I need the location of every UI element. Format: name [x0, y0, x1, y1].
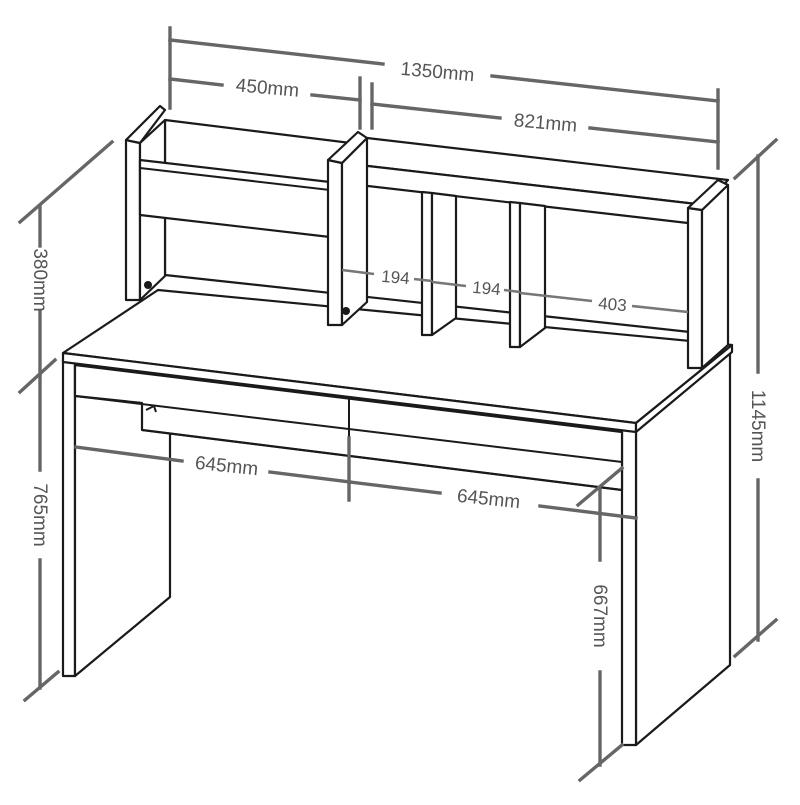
dim-194-b-line-right: [503, 288, 521, 294]
dim-645-right-line-a: [348, 480, 442, 495]
hutch-left-crossbar-edge: [139, 167, 331, 191]
hutch-divider-2-face: [518, 201, 547, 349]
hutch-middle-panel-top: [326, 130, 369, 165]
dim-403-line-right: [631, 304, 689, 314]
hutch-right-side-top: [686, 178, 730, 212]
hutch-right-side-face: [700, 183, 730, 370]
label-leg-clearance: 667mm: [589, 584, 610, 647]
label-shelf-1: 194: [381, 267, 411, 288]
left-leg-panel: [61, 358, 77, 678]
label-total-width: 1350mm: [400, 59, 475, 86]
dim-1350-line-left: [168, 38, 385, 66]
dim-645-right-line-b: [538, 504, 638, 520]
label-shelf-3: 403: [598, 294, 628, 315]
hutch-left-side-top: [124, 104, 167, 145]
hutch-divider-1-face: [430, 191, 458, 337]
dim-821-line-left: [370, 102, 502, 120]
dim-450-line-right: [310, 93, 362, 102]
hutch-left-cam-hole: [144, 281, 152, 289]
right-leg-front: [620, 428, 638, 747]
label-hutch-left-width: 450mm: [235, 75, 300, 101]
hutch: [124, 104, 730, 370]
dim-194-a-line-right: [413, 277, 433, 283]
dim-194-a-line-left: [341, 268, 375, 276]
dim-450-line-left: [168, 77, 224, 87]
label-hutch-right-width: 821mm: [513, 110, 578, 136]
hutch-divider-2: [508, 200, 522, 349]
drawer-handle: [145, 404, 157, 413]
dim-1145-top-tick: [732, 137, 779, 181]
dim-left-top-tick: [17, 139, 115, 225]
dim-645-left-line-b: [268, 470, 352, 484]
label-desk-height: 765mm: [29, 483, 50, 546]
dim-403-line-left: [519, 291, 593, 303]
label-hutch-height: 380mm: [29, 248, 50, 311]
hutch-left-side-front: [124, 138, 142, 302]
hutch-right-side-front: [686, 206, 704, 370]
dim-left-mid-tick: [17, 357, 58, 395]
dim-645-left-line-a: [74, 445, 184, 463]
desk-body: [61, 288, 734, 747]
desktop-side-edge: [634, 343, 734, 434]
dim-667-top-tick: [575, 465, 625, 508]
dimension-labels: 1350mm 450mm 821mm 380mm 765mm 1145mm 66…: [29, 59, 768, 648]
label-total-height: 1145mm: [747, 390, 768, 463]
hutch-middle-cam-hole: [342, 307, 350, 315]
label-drawer-left-width: 645mm: [194, 453, 259, 481]
hutch-divider-1: [420, 190, 434, 337]
label-shelf-2: 194: [472, 278, 502, 299]
drawer-bottom-edge: [74, 395, 623, 463]
hutch-middle-panel-face: [340, 136, 369, 327]
dimension-lines: [17, 26, 779, 783]
dim-821-line-right: [588, 126, 720, 144]
dim-1145-bottom-tick: [732, 617, 779, 659]
drawer-back-edge: [141, 429, 623, 491]
label-drawer-right-width: 645mm: [456, 486, 521, 514]
hutch-middle-panel-front: [326, 158, 344, 327]
dim-1350-line-right: [490, 74, 720, 103]
dim-194-b-line-left: [431, 280, 467, 288]
